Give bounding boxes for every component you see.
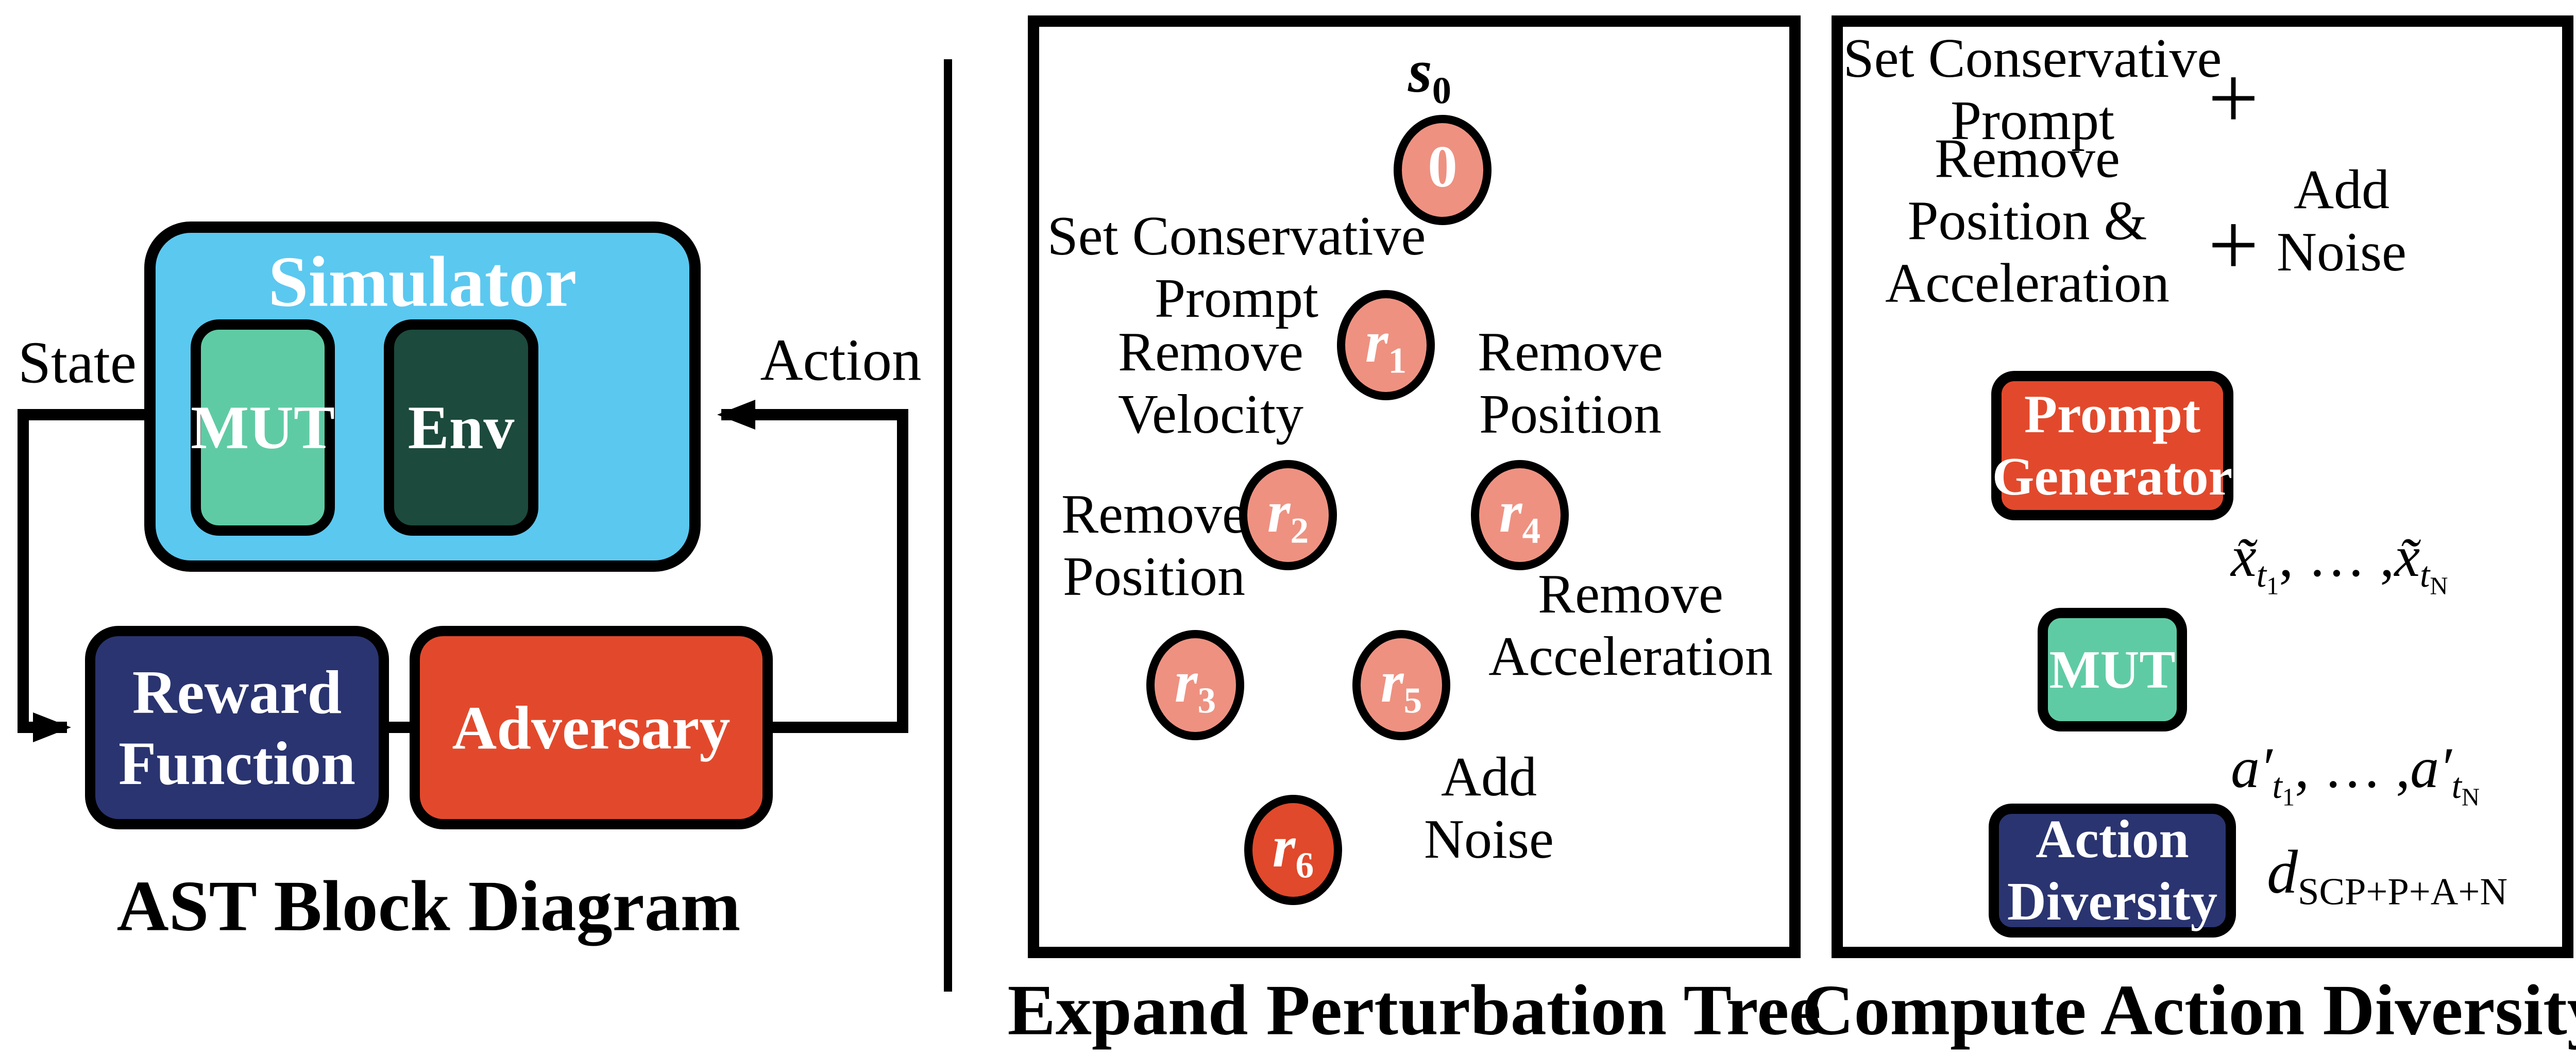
panel2-set-conservative-prompt: Set Conservative Prompt — [1843, 28, 2222, 151]
ast-block-diagram-caption: AST Block Diagram — [116, 866, 741, 946]
state-label: State — [18, 330, 137, 396]
root-state-sub: 0 — [1432, 70, 1451, 112]
simulator-label: Simulator — [268, 242, 577, 322]
edge-label-remove-acceleration: Remove Acceleration — [1488, 564, 1773, 687]
prompt-generator-label: Prompt Generator — [1992, 384, 2233, 506]
edge-label-remove-position-right: Remove Position — [1478, 321, 1663, 445]
compute-action-diversity-caption: Compute Action Diversity — [1802, 970, 2576, 1050]
section-divider — [944, 59, 952, 992]
env-box: Env — [384, 319, 538, 536]
panel2-remove-position-acceleration: Remove Position & Acceleration — [1885, 128, 2170, 314]
reward-function-label: Reward Function — [118, 657, 356, 797]
root-state-label: s0 — [1408, 37, 1451, 113]
plus-sign-1: + — [2208, 48, 2259, 148]
plus-sign-2: + — [2208, 195, 2259, 295]
tree-node-r3: r3 — [1146, 630, 1244, 740]
adversary-box: Adversary — [410, 626, 773, 829]
reward-function-box: Reward Function — [85, 626, 389, 829]
tree-node-r4-label: r4 — [1499, 479, 1541, 551]
tree-node-r2-label: r2 — [1267, 479, 1309, 551]
edge-label-remove-velocity: Remove Velocity — [1118, 321, 1303, 445]
root-state-base: s — [1408, 37, 1432, 106]
mut-pipeline-box: MUT — [2038, 608, 2187, 731]
edge-label-set-conservative-prompt: Set Conservative Prompt — [1047, 206, 1426, 329]
mut-label: MUT — [191, 393, 335, 462]
adversary-label: Adversary — [452, 693, 731, 762]
edge-label-add-noise: Add Noise — [1424, 746, 1554, 870]
edge-label-remove-position-left: Remove Position — [1061, 484, 1247, 607]
perturbed-prompts-label: x̃t1, … ,x̃tN — [2231, 525, 2448, 600]
tree-node-r5: r5 — [1352, 630, 1450, 740]
diversity-metric-label: dSCP+P+A+N — [2267, 838, 2508, 913]
tree-node-r4: r4 — [1471, 460, 1569, 570]
mut-box: MUT — [191, 319, 335, 536]
action-diversity-box: Action Diversity — [1989, 804, 2236, 938]
prompt-generator-box: Prompt Generator — [1991, 371, 2233, 520]
tree-node-r3-label: r3 — [1174, 649, 1216, 721]
tree-node-0-label: 0 — [1428, 134, 1458, 200]
tree-node-r1: r1 — [1337, 290, 1435, 400]
actions-label: a′t1, … ,a′tN — [2231, 736, 2480, 811]
tree-node-r6: r6 — [1244, 795, 1342, 905]
tree-node-r5-label: r5 — [1380, 649, 1422, 721]
action-diversity-label: Action Diversity — [2007, 809, 2218, 931]
env-label: Env — [408, 393, 515, 462]
tree-node-r6-label: r6 — [1272, 814, 1314, 886]
panel2-add-noise: Add Noise — [2277, 159, 2406, 283]
action-label: Action — [760, 327, 922, 393]
tree-node-r1-label: r1 — [1365, 309, 1407, 381]
expand-perturbation-tree-caption: Expand Perturbation Tree — [1007, 970, 1821, 1050]
mut-pipeline-label: MUT — [2049, 639, 2176, 700]
